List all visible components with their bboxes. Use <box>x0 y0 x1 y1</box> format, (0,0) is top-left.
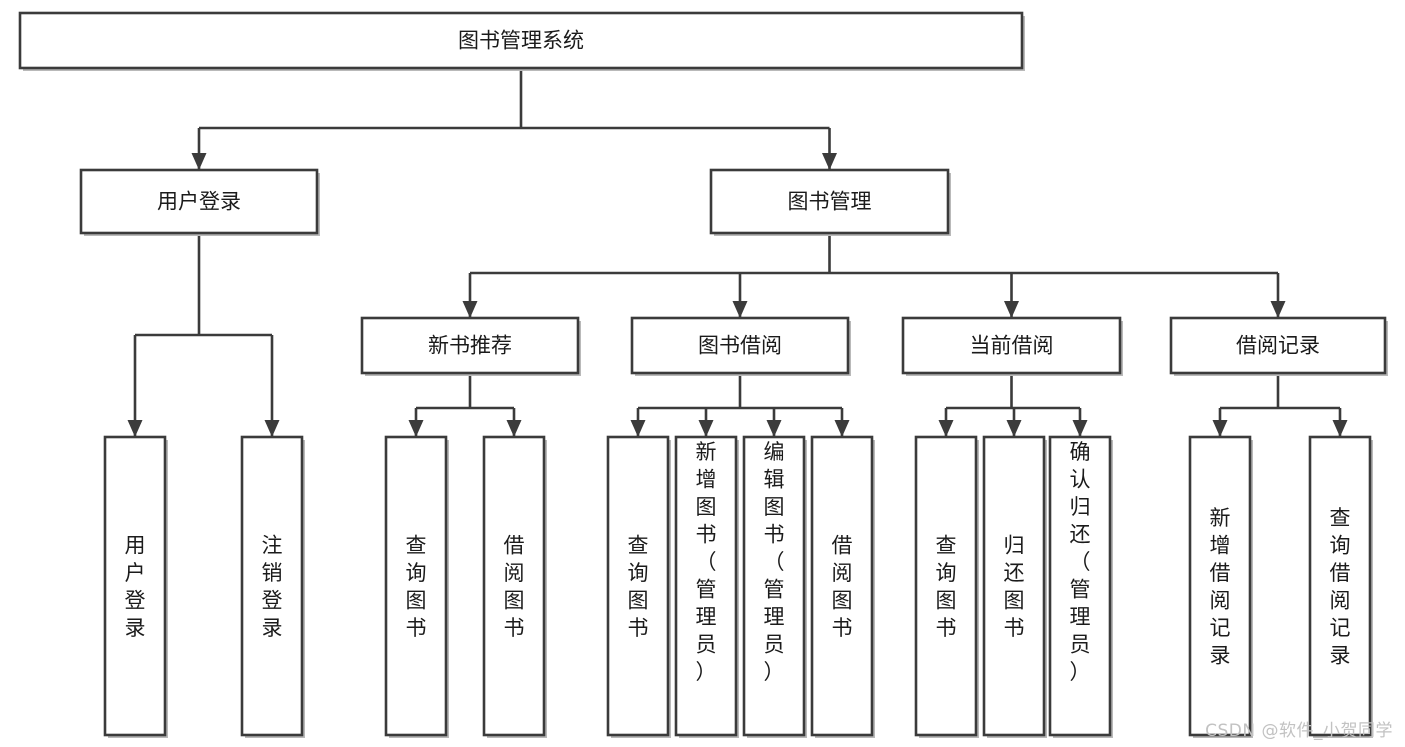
node-label: 查询借阅记录 <box>1330 506 1351 668</box>
node-box[interactable] <box>360 316 580 375</box>
node-label: 用户登录 <box>157 190 241 214</box>
node-label: 查询图书 <box>406 533 427 640</box>
node-box[interactable] <box>18 11 1024 70</box>
node-label: 图书管理 <box>788 190 872 214</box>
node-box[interactable] <box>709 168 950 235</box>
node-box[interactable] <box>630 316 850 375</box>
node-leaf-6[interactable]: 新增图书（管理员） <box>674 435 739 738</box>
node-label: 借阅记录 <box>1236 334 1320 358</box>
node-box[interactable] <box>1188 435 1252 737</box>
connector-group-login <box>127 233 280 437</box>
node-label: 图书借阅 <box>698 334 782 358</box>
node-borrow[interactable]: 图书借阅 <box>630 316 851 376</box>
node-box[interactable] <box>810 435 874 737</box>
node-bookmgmt[interactable]: 图书管理 <box>709 168 951 236</box>
node-label: 新增图书（管理员） <box>696 440 717 684</box>
node-label: 查询图书 <box>628 533 649 640</box>
node-box[interactable] <box>901 316 1122 375</box>
node-label: 图书管理系统 <box>458 29 584 53</box>
connector-layer <box>127 68 1348 437</box>
node-leaf-8[interactable]: 借阅图书 <box>810 435 875 738</box>
connector-group-bookmgmt <box>462 233 1286 318</box>
node-label: 新增借阅记录 <box>1210 506 1231 668</box>
node-leaf-1[interactable]: 用户登录 <box>103 435 168 738</box>
node-label: 用户登录 <box>125 533 146 640</box>
node-leaf-5[interactable]: 查询图书 <box>606 435 671 738</box>
node-label: 编辑图书（管理员） <box>764 440 785 684</box>
node-leaf-11[interactable]: 确认归还（管理员） <box>1048 435 1113 738</box>
node-label: 当前借阅 <box>970 334 1054 358</box>
connector-group-newbook <box>408 373 522 437</box>
node-box[interactable] <box>240 435 304 737</box>
node-leaf-7[interactable]: 编辑图书（管理员） <box>742 435 807 738</box>
node-records[interactable]: 借阅记录 <box>1169 316 1388 376</box>
node-label: 注销登录 <box>262 533 283 640</box>
node-leaf-13[interactable]: 查询借阅记录 <box>1308 435 1373 738</box>
node-login[interactable]: 用户登录 <box>79 168 320 236</box>
node-root[interactable]: 图书管理系统 <box>18 11 1025 71</box>
node-label: 借阅图书 <box>504 533 525 640</box>
node-box[interactable] <box>103 435 167 737</box>
node-box[interactable] <box>914 435 978 737</box>
node-leaf-4[interactable]: 借阅图书 <box>482 435 547 738</box>
node-label: 确认归还（管理员） <box>1070 440 1091 684</box>
node-box[interactable] <box>742 435 806 737</box>
node-box[interactable] <box>482 435 546 737</box>
connector-group-root <box>191 68 837 170</box>
node-label: 查询图书 <box>936 533 957 640</box>
node-newbook[interactable]: 新书推荐 <box>360 316 581 376</box>
node-label: 新书推荐 <box>428 334 512 358</box>
node-box[interactable] <box>674 435 738 737</box>
node-box[interactable] <box>982 435 1046 737</box>
node-leaf-10[interactable]: 归还图书 <box>982 435 1047 738</box>
connector-group-records <box>1212 373 1348 437</box>
node-box[interactable] <box>384 435 448 737</box>
node-leaf-2[interactable]: 注销登录 <box>240 435 305 738</box>
node-leaf-9[interactable]: 查询图书 <box>914 435 979 738</box>
node-box[interactable] <box>79 168 319 235</box>
connector-group-borrow <box>630 373 850 437</box>
node-layer: 图书管理系统用户登录图书管理新书推荐图书借阅当前借阅借阅记录用户登录注销登录查询… <box>18 11 1388 738</box>
node-box[interactable] <box>1169 316 1387 375</box>
node-leaf-3[interactable]: 查询图书 <box>384 435 449 738</box>
node-label: 归还图书 <box>1004 533 1025 640</box>
node-leaf-12[interactable]: 新增借阅记录 <box>1188 435 1253 738</box>
node-box[interactable] <box>1308 435 1372 737</box>
node-box[interactable] <box>606 435 670 737</box>
connector-group-current <box>938 373 1088 437</box>
node-box[interactable] <box>1048 435 1112 737</box>
node-current[interactable]: 当前借阅 <box>901 316 1123 376</box>
node-label: 借阅图书 <box>832 533 853 640</box>
